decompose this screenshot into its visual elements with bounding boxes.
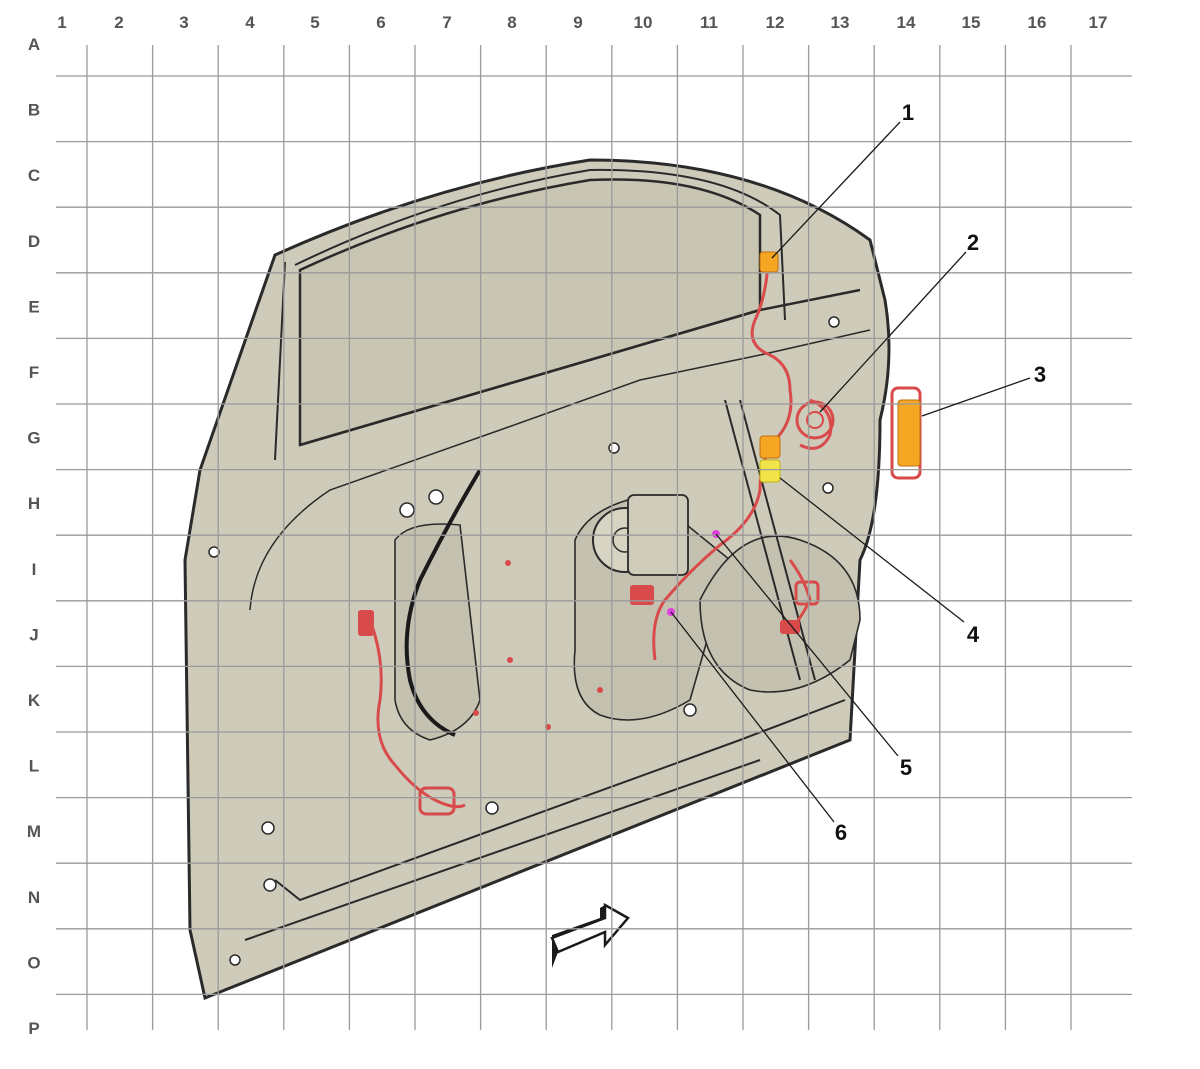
row-label: E xyxy=(28,297,39,316)
column-label: 5 xyxy=(310,13,319,32)
column-label: 15 xyxy=(962,13,981,32)
column-label: 14 xyxy=(897,13,916,32)
callout-number-2: 2 xyxy=(967,230,979,255)
column-label: 6 xyxy=(376,13,385,32)
lower-structure xyxy=(244,699,846,941)
callout-leader-2 xyxy=(819,251,967,413)
inner-contour xyxy=(249,329,871,611)
row-label: K xyxy=(28,691,41,710)
harness-left-branch xyxy=(368,619,466,809)
callout-labels: 1 2 3 4 5 6 xyxy=(835,100,1046,845)
row-label: B xyxy=(28,101,40,120)
row-label: G xyxy=(27,429,40,448)
row-label: N xyxy=(28,888,40,907)
row-label: L xyxy=(29,757,39,776)
connector-3-handle xyxy=(890,386,922,480)
column-label: 13 xyxy=(831,13,850,32)
callout-number-6: 6 xyxy=(835,820,847,845)
door-panel xyxy=(183,158,891,1001)
row-label: P xyxy=(28,1019,39,1038)
mounting-bolts xyxy=(208,316,840,966)
row-label: I xyxy=(32,560,37,579)
callout-lines xyxy=(670,121,1031,823)
row-label: D xyxy=(28,232,40,251)
column-label: 8 xyxy=(507,13,516,32)
callout-number-1: 1 xyxy=(902,100,914,125)
harness-clips xyxy=(358,560,820,816)
row-label: O xyxy=(27,953,40,972)
column-label: 12 xyxy=(766,13,785,32)
callout-leader-6 xyxy=(670,611,835,823)
grid-lines xyxy=(56,45,1132,1030)
column-label: 1 xyxy=(57,13,66,32)
connector-2-speaker xyxy=(795,400,835,440)
direction-arrow-icon xyxy=(550,902,630,968)
window-cable xyxy=(404,468,482,737)
row-label: C xyxy=(28,166,40,185)
column-label: 7 xyxy=(442,13,451,32)
column-label: 16 xyxy=(1028,13,1047,32)
harness-upper-branch xyxy=(719,264,793,547)
row-label: M xyxy=(27,822,41,841)
callout-leader-5 xyxy=(715,533,899,757)
column-label: 2 xyxy=(114,13,123,32)
column-label: 11 xyxy=(700,13,718,32)
row-label: H xyxy=(28,494,40,513)
harness-main-trunk xyxy=(652,543,721,661)
inner-panel-cavity-left xyxy=(394,523,481,741)
connector-4 xyxy=(759,435,781,483)
callout-leader-1 xyxy=(771,121,901,259)
row-label: F xyxy=(29,363,39,382)
callout-number-3: 3 xyxy=(1034,362,1046,387)
row-label: A xyxy=(28,35,40,54)
column-label: 17 xyxy=(1089,13,1108,32)
column-label: 3 xyxy=(179,13,188,32)
callout-number-4: 4 xyxy=(967,622,980,647)
callout-number-5: 5 xyxy=(900,755,912,780)
harness-speaker-loop xyxy=(799,398,833,450)
column-label: 10 xyxy=(634,13,653,32)
callout-leader-3 xyxy=(921,377,1031,417)
row-labels: A B C D E F G H I J K L M N O P xyxy=(27,35,41,1038)
column-label: 9 xyxy=(573,13,582,32)
column-label: 4 xyxy=(245,13,255,32)
row-label: J xyxy=(29,625,38,644)
callout-leader-4 xyxy=(779,477,965,623)
